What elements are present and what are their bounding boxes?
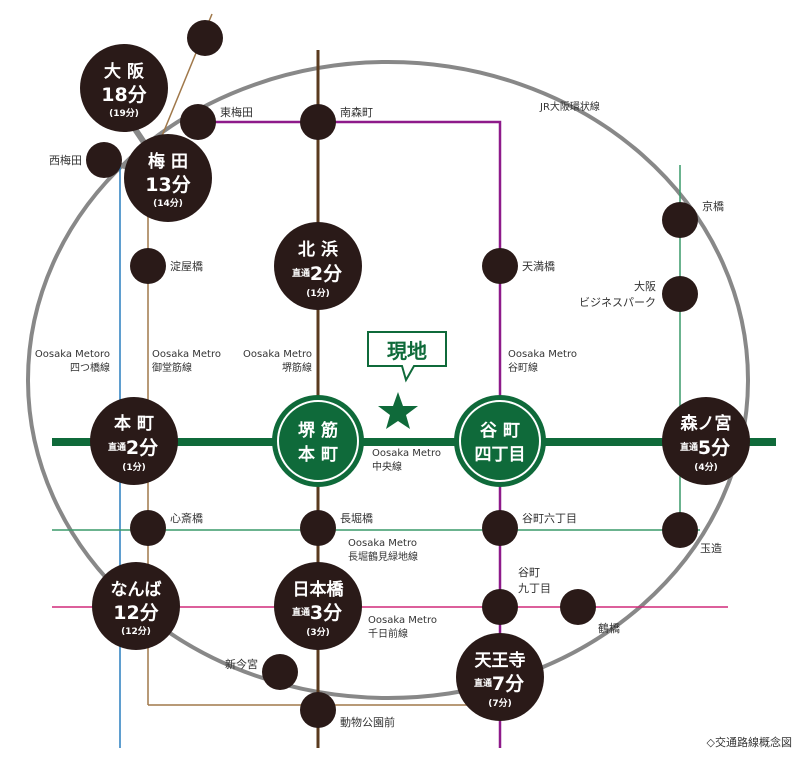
svg-text:大阪: 大阪 bbox=[634, 279, 656, 293]
svg-text:(1分): (1分) bbox=[122, 461, 146, 473]
nagahori-label-1: Oosaka Metro bbox=[348, 538, 417, 549]
svg-text:日本橋: 日本橋 bbox=[293, 579, 345, 600]
svg-text:谷町: 谷町 bbox=[518, 566, 540, 579]
tanimachi-label-1: Oosaka Metro bbox=[508, 349, 577, 360]
svg-text:3分: 3分 bbox=[310, 602, 342, 624]
sennichimae-label-2: 千日前線 bbox=[368, 627, 408, 640]
svg-text:新今宮: 新今宮 bbox=[225, 657, 258, 671]
station-tsuruhashi: 鶴橋 bbox=[560, 589, 620, 635]
svg-text:西梅田: 西梅田 bbox=[49, 153, 82, 167]
station-minami-morimachi: 南森町 bbox=[300, 104, 373, 140]
svg-text:12分: 12分 bbox=[113, 602, 158, 624]
chuo-label-2: 中央線 bbox=[372, 460, 402, 473]
station-tanimachi4: 谷 町 四丁目 bbox=[454, 395, 546, 487]
yotsubashi-label-1: Oosaka Metoro bbox=[35, 349, 110, 360]
nagahori-label-2: 長堀鶴見緑地線 bbox=[348, 550, 418, 563]
svg-text:ビジネスパーク: ビジネスパーク bbox=[579, 296, 656, 309]
station-dobutsuen: 動物公園前 bbox=[300, 692, 395, 729]
station-umeda: 梅 田 13分 (14分) bbox=[124, 134, 212, 222]
svg-text:(12分): (12分) bbox=[121, 625, 151, 637]
svg-text:直通: 直通 bbox=[680, 441, 698, 453]
svg-text:天王寺: 天王寺 bbox=[475, 650, 526, 671]
legend-note: ◇交通路線概念図 bbox=[707, 735, 792, 749]
station-obp: 大阪 ビジネスパーク bbox=[579, 276, 698, 312]
svg-text:(4分): (4分) bbox=[694, 461, 718, 473]
station-tanimachi9: 谷町 九丁目 bbox=[482, 566, 551, 625]
station-nagahoribashi: 長堀橋 bbox=[300, 510, 373, 546]
station-tanimachi6: 谷町六丁目 bbox=[482, 510, 577, 546]
svg-text:直通: 直通 bbox=[292, 267, 310, 279]
genchi-label: 現地 bbox=[387, 339, 427, 363]
svg-text:玉造: 玉造 bbox=[700, 541, 722, 555]
svg-text:2分: 2分 bbox=[126, 437, 158, 459]
station-sakaisuji-hommachi: 堺 筋 本 町 bbox=[272, 395, 364, 487]
station-namba: なんば 12分 (12分) bbox=[92, 562, 180, 650]
svg-text:直通: 直通 bbox=[292, 606, 310, 618]
svg-text:大 阪: 大 阪 bbox=[104, 61, 144, 82]
genchi-callout: 現地 bbox=[367, 331, 447, 383]
station-osaka: 大 阪 18分 (19分) bbox=[80, 44, 168, 132]
station-shin-imamiya: 新今宮 bbox=[225, 654, 298, 690]
station-temmabashi: 天満橋 bbox=[482, 248, 555, 284]
svg-text:天満橋: 天満橋 bbox=[522, 259, 555, 273]
svg-text:(1分): (1分) bbox=[306, 287, 330, 299]
svg-text:長堀橋: 長堀橋 bbox=[340, 511, 373, 525]
svg-text:(3分): (3分) bbox=[306, 626, 330, 638]
svg-text:北 浜: 北 浜 bbox=[298, 240, 338, 260]
sakaisuji-label-1: Oosaka Metro bbox=[243, 349, 312, 360]
svg-text:動物公園前: 動物公園前 bbox=[340, 715, 395, 729]
svg-text:13分: 13分 bbox=[145, 174, 190, 196]
svg-text:(19分): (19分) bbox=[109, 107, 139, 119]
station-kyobashi: 京橋 bbox=[662, 199, 724, 238]
tanimachi-label-2: 谷町線 bbox=[508, 361, 538, 374]
station-shinsaibashi: 心斎橋 bbox=[130, 510, 203, 546]
svg-text:森ノ宮: 森ノ宮 bbox=[681, 413, 732, 434]
svg-text:なんば: なんば bbox=[111, 580, 162, 600]
svg-text:5分: 5分 bbox=[698, 437, 730, 459]
midosuji-label-1: Oosaka Metro bbox=[152, 349, 221, 360]
svg-text:本 町: 本 町 bbox=[114, 413, 154, 434]
svg-text:(14分): (14分) bbox=[153, 197, 183, 209]
svg-text:直通: 直通 bbox=[474, 677, 492, 689]
station-kitahama: 北 浜 直通 2分 (1分) bbox=[274, 222, 362, 310]
midosuji-label-2: 御堂筋線 bbox=[152, 361, 192, 374]
sakaisuji-label-2: 堺筋線 bbox=[282, 361, 312, 374]
svg-text:(7分): (7分) bbox=[488, 697, 512, 709]
svg-text:鶴橋: 鶴橋 bbox=[598, 621, 620, 635]
svg-text:心斎橋: 心斎橋 bbox=[170, 511, 203, 525]
star-icon bbox=[378, 392, 418, 429]
station-yodoyabashi: 淀屋橋 bbox=[130, 248, 203, 284]
jr-loop-label: JR大阪環状線 bbox=[539, 100, 600, 113]
station-hommachi: 本 町 直通 2分 (1分) bbox=[90, 397, 178, 485]
station-morinomiya: 森ノ宮 直通 5分 (4分) bbox=[662, 397, 750, 485]
station-nishi-umeda: 西梅田 bbox=[49, 142, 122, 178]
jr-loop-line bbox=[26, 60, 750, 700]
chuo-label-1: Oosaka Metro bbox=[372, 448, 441, 459]
svg-text:谷 町: 谷 町 bbox=[480, 421, 520, 441]
svg-text:京橋: 京橋 bbox=[702, 199, 724, 213]
svg-text:2分: 2分 bbox=[310, 263, 342, 285]
svg-text:堺 筋: 堺 筋 bbox=[298, 420, 338, 441]
svg-text:本 町: 本 町 bbox=[298, 444, 338, 465]
station-tamatsukuri: 玉造 bbox=[662, 512, 722, 555]
station-higashi-umeda: 東梅田 bbox=[180, 104, 253, 140]
svg-text:谷町六丁目: 谷町六丁目 bbox=[522, 512, 577, 525]
svg-text:四丁目: 四丁目 bbox=[475, 445, 526, 465]
svg-text:南森町: 南森町 bbox=[340, 105, 373, 119]
station-tennoji: 天王寺 直通 7分 (7分) bbox=[456, 633, 544, 721]
svg-text:梅 田: 梅 田 bbox=[148, 151, 188, 172]
svg-text:東梅田: 東梅田 bbox=[220, 105, 253, 119]
yotsubashi-label-2: 四つ橋線 bbox=[70, 361, 110, 374]
svg-text:7分: 7分 bbox=[492, 673, 524, 695]
station-nipponbashi: 日本橋 直通 3分 (3分) bbox=[274, 562, 362, 650]
station-top-unnamed bbox=[187, 20, 223, 56]
svg-text:九丁目: 九丁目 bbox=[518, 582, 551, 595]
sennichimae-label-1: Oosaka Metro bbox=[368, 615, 437, 626]
svg-text:直通: 直通 bbox=[108, 441, 126, 453]
svg-text:淀屋橋: 淀屋橋 bbox=[170, 259, 203, 273]
svg-text:18分: 18分 bbox=[101, 84, 146, 106]
